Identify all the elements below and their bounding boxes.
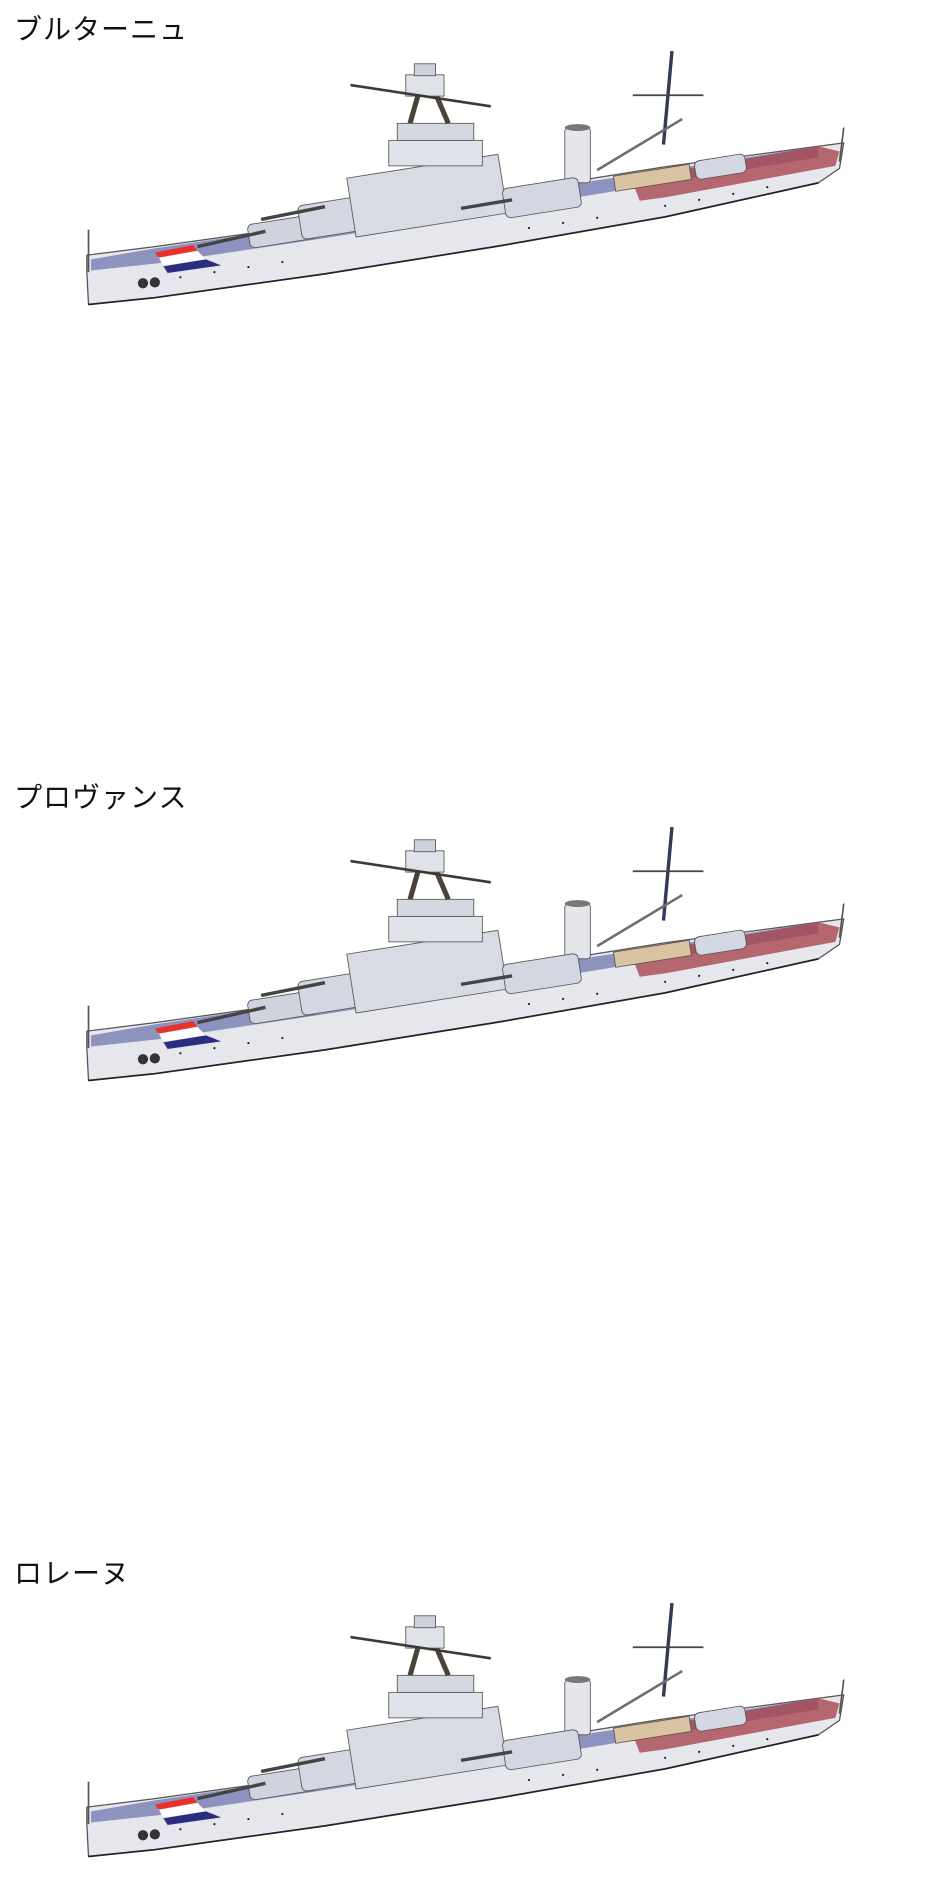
ship-illustration <box>0 776 934 1106</box>
ship-name-label: ブルターニュ <box>14 13 189 46</box>
ship-illustration <box>0 0 934 330</box>
ship-name-label: プロヴァンス <box>14 781 188 814</box>
ship-illustration <box>0 1552 934 1882</box>
